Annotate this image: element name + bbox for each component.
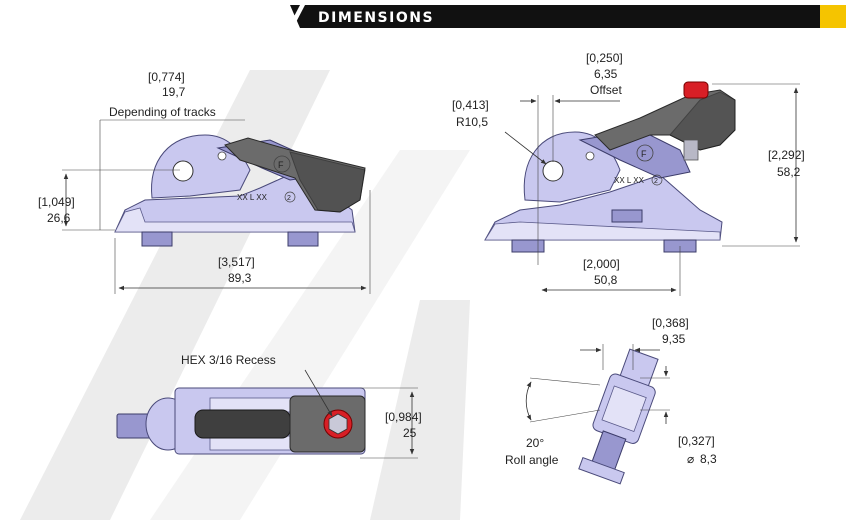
- marking-circle-number-right: 2: [654, 178, 658, 185]
- top-view: HEX 3/16 Recess [0,984] 25: [116, 353, 422, 459]
- radius-in: [0,413]: [452, 98, 489, 112]
- red-lock-button: [683, 81, 709, 99]
- side-view-right: F XX L XX 2 [0,250] 6,35 Offset [0,413] …: [452, 51, 805, 296]
- dia-in: [0,327]: [678, 434, 715, 448]
- offset-label: Offset: [590, 83, 622, 97]
- right-height-mm: 58,2: [777, 165, 801, 179]
- front-top-in: [0,368]: [652, 316, 689, 330]
- left-width-label: Depending of tracks: [109, 105, 216, 119]
- offset-mm: 6,35: [594, 67, 618, 81]
- spacing-in: [2,000]: [583, 257, 620, 271]
- top-width-mm: 25: [403, 426, 417, 440]
- dia-mm: 8,3: [700, 452, 717, 466]
- front-top-mm: 9,35: [662, 332, 686, 346]
- dia-symbol: ⌀: [687, 452, 694, 466]
- right-part: F XX L XX 2: [484, 81, 736, 253]
- left-part: F XX L XX 2: [114, 134, 366, 247]
- hex-recess-icon: [328, 413, 348, 435]
- left-width-mm: 19,7: [162, 85, 186, 99]
- logo-letter-right: F: [641, 149, 647, 159]
- part-marking-right: XX L XX: [614, 176, 645, 185]
- roll-angle-value: 20°: [526, 436, 544, 450]
- roll-angle-caption: Roll angle: [505, 453, 559, 467]
- logo-letter: F: [278, 160, 284, 170]
- left-length-mm: 89,3: [228, 271, 252, 285]
- front-view: [0,368] 9,35 20° Roll angle [0,327] ⌀ 8,…: [505, 316, 717, 485]
- left-height-mm: 26,6: [47, 211, 71, 225]
- left-height-in: [1,049]: [38, 195, 75, 209]
- side-view-left: F XX L XX 2 [0,774] 19,7 Depending of tr…: [38, 70, 371, 294]
- right-height-in: [2,292]: [768, 148, 805, 162]
- header-title: DIMENSIONS: [318, 10, 434, 26]
- header-accent: [820, 5, 846, 28]
- left-length-in: [3,517]: [218, 255, 255, 269]
- radius-mm: R10,5: [456, 115, 488, 129]
- header-banner: DIMENSIONS: [288, 5, 846, 28]
- hex-label: HEX 3/16 Recess: [181, 353, 276, 367]
- spacing-mm: 50,8: [594, 273, 618, 287]
- top-width-in: [0,984]: [385, 410, 422, 424]
- logo-circle: [273, 155, 291, 173]
- left-width-in: [0,774]: [148, 70, 185, 84]
- part-marking: XX L XX: [237, 193, 268, 202]
- pivot-hole: [172, 160, 194, 182]
- offset-in: [0,250]: [586, 51, 623, 65]
- marking-circle-number: 2: [287, 195, 291, 202]
- top-part: [116, 387, 366, 455]
- front-part: [578, 348, 659, 485]
